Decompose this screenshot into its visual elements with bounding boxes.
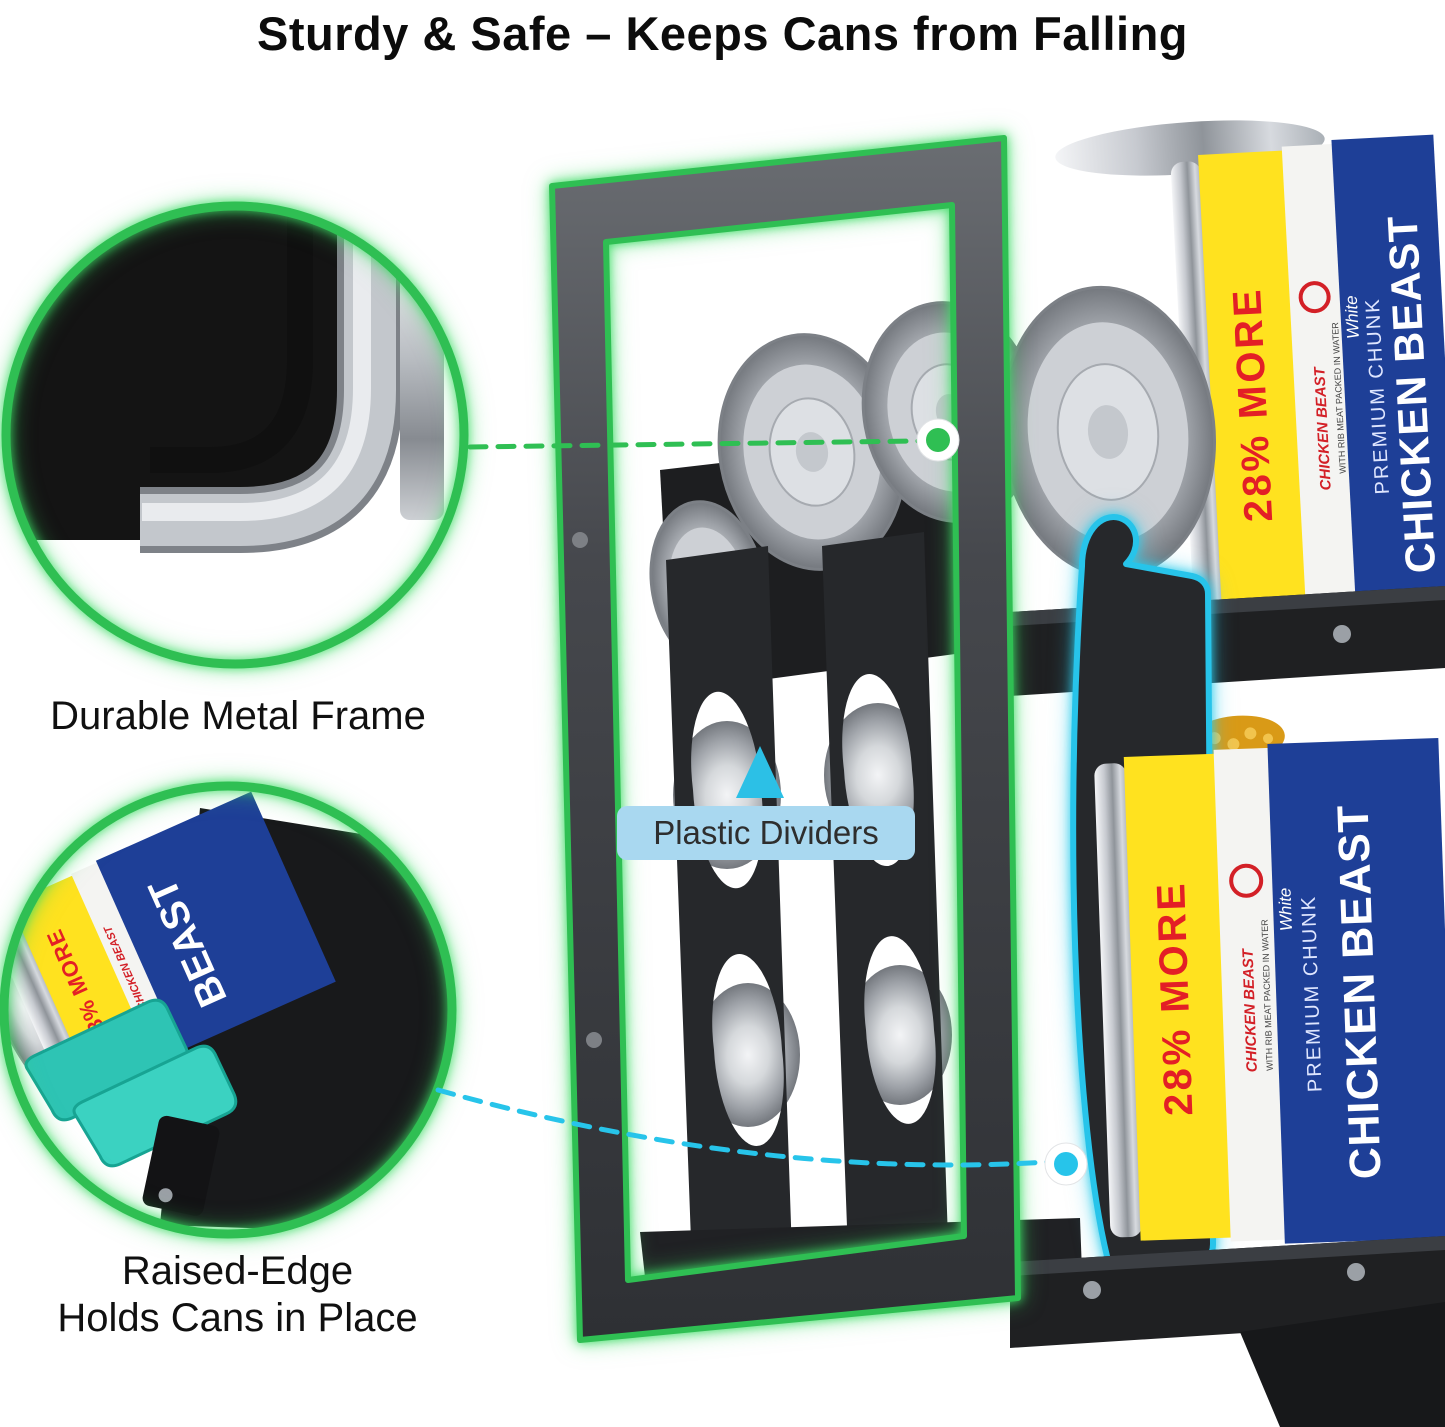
highlighted-metal-frame: [549, 135, 1021, 1343]
metal-channel-highlight: [142, 210, 371, 521]
metal-frame-callout-ring: [1, 201, 469, 669]
metal-frame-leader-line: [467, 438, 923, 450]
metal-frame-callout-photo: [9, 209, 461, 661]
labeled-can-bottom: 28% MORE CHICKEN BEAST WITH RIB MEAT PAC…: [1094, 737, 1445, 1244]
raised-edge-caption-line2: Holds Cans in Place: [57, 1296, 418, 1341]
metal-frame-dot-center: [926, 428, 950, 452]
bracket-screw-icon: [158, 1188, 173, 1203]
can-logo-text: CHICKEN BEAST: [1239, 947, 1260, 1073]
can-blue-band: [1331, 134, 1445, 638]
can-rim: [1094, 763, 1143, 1238]
labeled-can-top: 28% MORE CHICKEN BEAST WITH RIB MEAT PAC…: [1171, 134, 1445, 641]
plastic-divider-slat-1: [666, 546, 792, 1268]
raised-edge-clip-2: [72, 1044, 238, 1168]
channel-inner-lip: [150, 209, 313, 473]
can-yellow-band: [1123, 753, 1233, 1241]
page-title: Sturdy & Safe – Keeps Cans from Falling: [257, 7, 1188, 60]
metal-frame-edge: [400, 250, 444, 520]
raised-edge-callout-ring: [0, 781, 457, 1239]
can-style-word: White: [1342, 295, 1363, 339]
plastic-dividers-tag: Plastic Dividers: [617, 806, 915, 860]
rail-screw-icon: [1333, 625, 1351, 643]
bottom-shelf-rail-highlight: [1010, 1236, 1445, 1276]
mount-bracket: [142, 1115, 220, 1216]
can-style-word: White: [1275, 887, 1296, 931]
can-more-badge: 28% MORE: [1149, 880, 1201, 1117]
can-end-behind-divider-2: [696, 983, 800, 1127]
plastic-divider-slat-2: [822, 532, 948, 1254]
can-white-band: [1213, 747, 1287, 1242]
can-logo-swoosh-icon: [1298, 281, 1331, 314]
can-logo-text: CHICKEN BEAST: [1311, 365, 1335, 491]
up-arrow-icon: [736, 746, 784, 798]
can-blue-band: [1267, 737, 1445, 1244]
frame-screw-icon: [586, 1032, 602, 1048]
can-yellow-band: [1198, 150, 1310, 641]
raised-edge-dot-center: [1054, 1152, 1078, 1176]
metal-frame-caption: Durable Metal Frame: [50, 694, 426, 738]
raised-edge-callout-photo: 28% MORE CHICKEN BEAST BEAST: [7, 789, 449, 1231]
frame-screw-icon: [572, 532, 588, 548]
rack-corner-piece: [1240, 1302, 1445, 1427]
raised-edge-leader-line: [435, 1087, 1051, 1168]
small-labeled-can: 28% MORE CHICKEN BEAST BEAST: [7, 791, 336, 1097]
can-end-behind-divider-4: [848, 965, 952, 1105]
can-blue-band: [95, 791, 336, 1051]
can-logo-swoosh-icon: [1229, 863, 1264, 898]
raised-edge-caption-line1: Raised-Edge: [121, 1249, 354, 1293]
raised-edge-caption: Raised-Edge Holds Cans in Place: [0, 1248, 475, 1342]
rail-screw-icon: [1083, 1281, 1101, 1299]
rail-screw-icon: [1347, 1263, 1365, 1281]
